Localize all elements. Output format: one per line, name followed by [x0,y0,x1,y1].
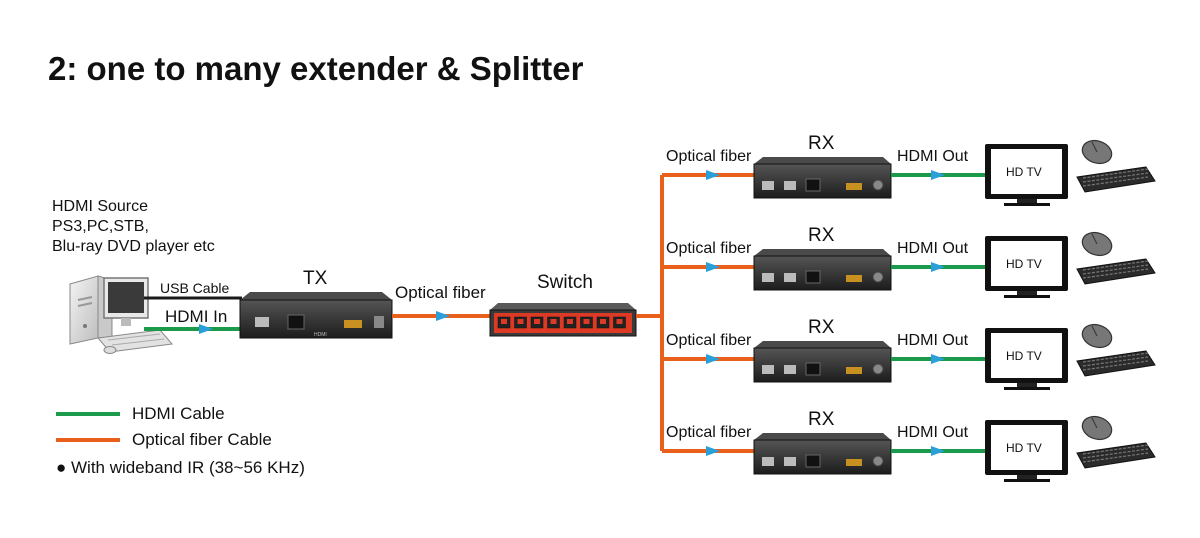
switch-port-led [567,319,573,324]
hdmi-out-label: HDMI Out [897,332,969,349]
rx-label: RX [808,317,835,338]
arrow-icon [931,262,945,272]
switch-port-led [583,319,590,324]
tx-label: TX [303,268,328,289]
rx-device [753,433,892,475]
receiver-row: Optical fiber RX HDMI Out HD TV [662,409,1156,482]
mouse-icon [1081,139,1113,165]
tv-label: HD TV [1006,349,1042,363]
source-line-2: PS3,PC,STB, [52,218,149,235]
arrow-icon [706,354,720,364]
link-fiber-label: Optical fiber [395,283,486,302]
rx-fiber-label: Optical fiber [666,332,752,349]
source-line-1: HDMI Source [52,198,148,215]
rx-device [753,157,892,199]
rx-device [753,249,892,291]
page-title: 2: one to many extender & Splitter [48,50,584,87]
hdmi-out-label: HDMI Out [897,240,969,257]
pc-computer-icon [69,275,173,354]
legend: HDMI Cable Optical fiber Cable ● With wi… [56,404,305,477]
tv-label: HD TV [1006,441,1042,455]
rx-fiber-label: Optical fiber [666,148,752,165]
switch-label: Switch [537,272,593,293]
mouse-icon [1081,231,1113,257]
arrow-icon [931,170,945,180]
receiver-row: Optical fiber RX HDMI Out HD TV [662,133,1156,206]
arrow-icon [706,262,720,272]
tv-icon: HD TV [985,236,1068,298]
rx-fiber-label: Optical fiber [666,424,752,441]
tv-icon: HD TV [985,420,1068,482]
legend-fiber-label: Optical fiber Cable [132,430,272,449]
arrow-icon [706,446,720,456]
switch-port-led [517,319,524,324]
tv-icon: HD TV [985,144,1068,206]
hdmi-out-label: HDMI Out [897,424,969,441]
mouse-icon [1081,415,1113,441]
switch-port-led [600,319,606,324]
rx-label: RX [808,133,835,154]
hdmi-in-label: HDMI In [165,307,227,326]
switch-ports [497,316,626,329]
hdmi-out-label: HDMI Out [897,148,969,165]
keyboard-icon [1076,258,1156,285]
source-line-3: Blu-ray DVD player etc [52,238,215,255]
legend-ir-note: ● With wideband IR (38~56 KHz) [56,458,305,477]
arrow-icon [931,446,945,456]
keyboard-icon [1076,442,1156,469]
tv-label: HD TV [1006,165,1042,179]
rx-label: RX [808,409,835,430]
switch-port-led [550,319,557,324]
switch-port-led [534,319,540,324]
usb-cable-label: USB Cable [160,280,229,296]
rx-label: RX [808,225,835,246]
keyboard-icon [1076,166,1156,193]
receiver-row: Optical fiber RX HDMI Out HD TV [662,225,1156,298]
switch-port-led [501,319,507,324]
svg-text:HDMI: HDMI [314,332,327,338]
rx-fiber-label: Optical fiber [666,240,752,257]
keyboard-icon [1076,350,1156,377]
rx-device [753,341,892,383]
mouse-icon [1081,323,1113,349]
tv-label: HD TV [1006,257,1042,271]
arrow-icon [436,311,450,321]
switch-port-led [616,319,623,324]
source-description: HDMI Source PS3,PC,STB, Blu-ray DVD play… [52,198,215,255]
legend-hdmi-label: HDMI Cable [132,404,225,423]
switch-device [489,303,637,337]
tv-icon: HD TV [985,328,1068,390]
arrow-icon [931,354,945,364]
arrow-icon [706,170,720,180]
tx-device: HDMI [239,292,393,339]
receiver-row: Optical fiber RX HDMI Out HD TV [662,317,1156,390]
